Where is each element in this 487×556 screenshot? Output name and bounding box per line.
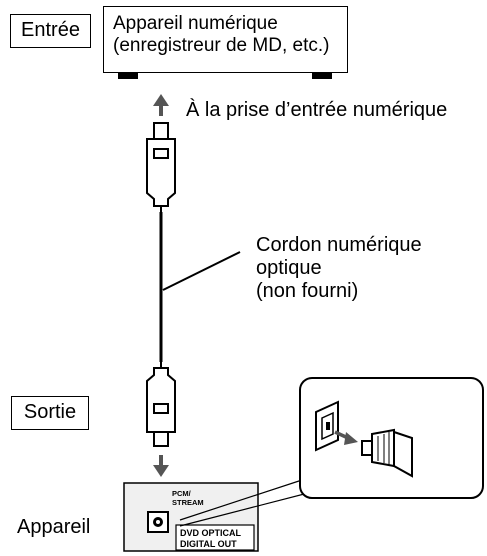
cordon-label-line1: Cordon numérique xyxy=(256,234,422,256)
inset-detail xyxy=(299,377,484,499)
cordon-label-line2: optique xyxy=(256,257,322,279)
digital-device-box: Appareil numérique (enregistreur de MD, … xyxy=(103,6,348,73)
output-label-box: Sortie xyxy=(11,396,89,430)
device-foot-right xyxy=(312,73,332,79)
input-label-box: Entrée xyxy=(10,14,91,48)
bottom-optical-plug xyxy=(146,362,176,447)
up-arrow-icon xyxy=(153,94,169,116)
device-label-line2: (enregistreur de MD, etc.) xyxy=(113,35,330,56)
cordon-label-line3: (non fourni) xyxy=(256,280,359,302)
cordon-leader-line xyxy=(162,251,241,291)
jack-bottom-label-1: DVD OPTICAL xyxy=(180,528,242,538)
callout-line-lower xyxy=(179,491,313,527)
device-foot-left xyxy=(118,73,138,79)
top-optical-plug xyxy=(146,122,176,212)
dust-cap-icon xyxy=(361,428,413,478)
digital-input-jack-label: À la prise d’entrée numérique xyxy=(186,99,448,121)
callout-line-upper xyxy=(179,479,303,521)
jack-top-label-1: PCM/ xyxy=(172,489,192,498)
device-label-line1: Appareil numérique xyxy=(113,13,278,34)
jack-top-label-2: STREAM xyxy=(172,498,204,507)
optical-cord-label: Cordon numérique optique (non fourni) xyxy=(256,234,422,303)
player-label: Appareil xyxy=(17,516,91,538)
pull-arrow-icon xyxy=(334,430,358,445)
jack-bottom-label-2: DIGITAL OUT xyxy=(180,539,237,549)
down-arrow-icon xyxy=(153,455,169,477)
